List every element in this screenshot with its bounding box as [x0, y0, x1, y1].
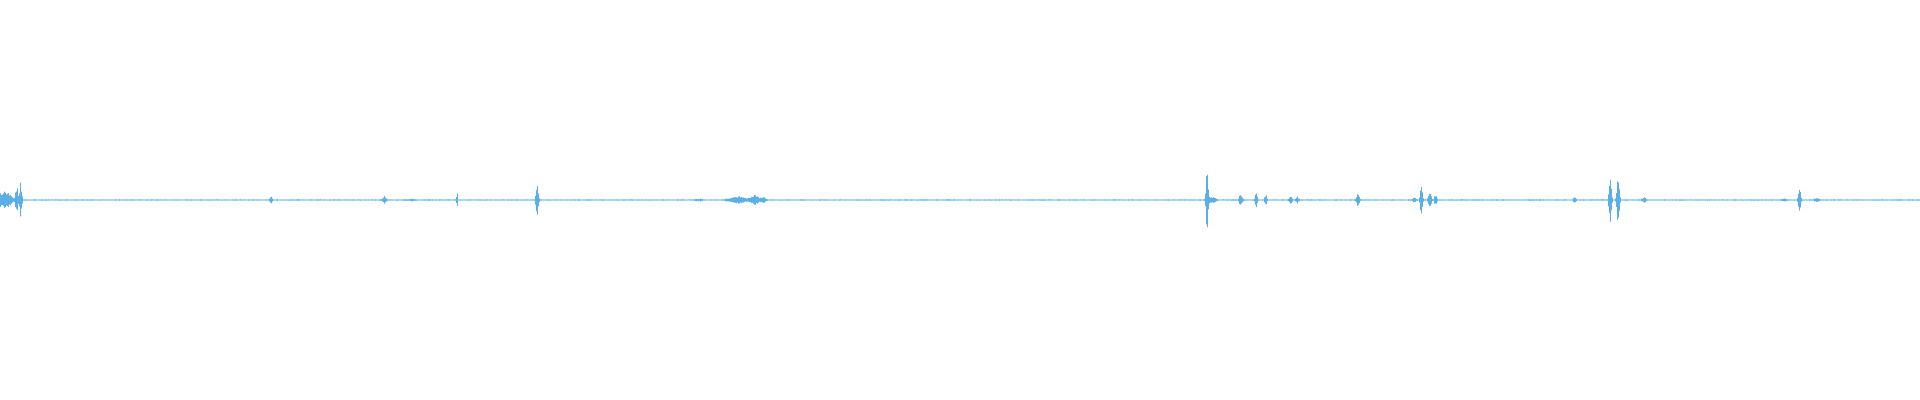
waveform-samples [0, 174, 1920, 228]
